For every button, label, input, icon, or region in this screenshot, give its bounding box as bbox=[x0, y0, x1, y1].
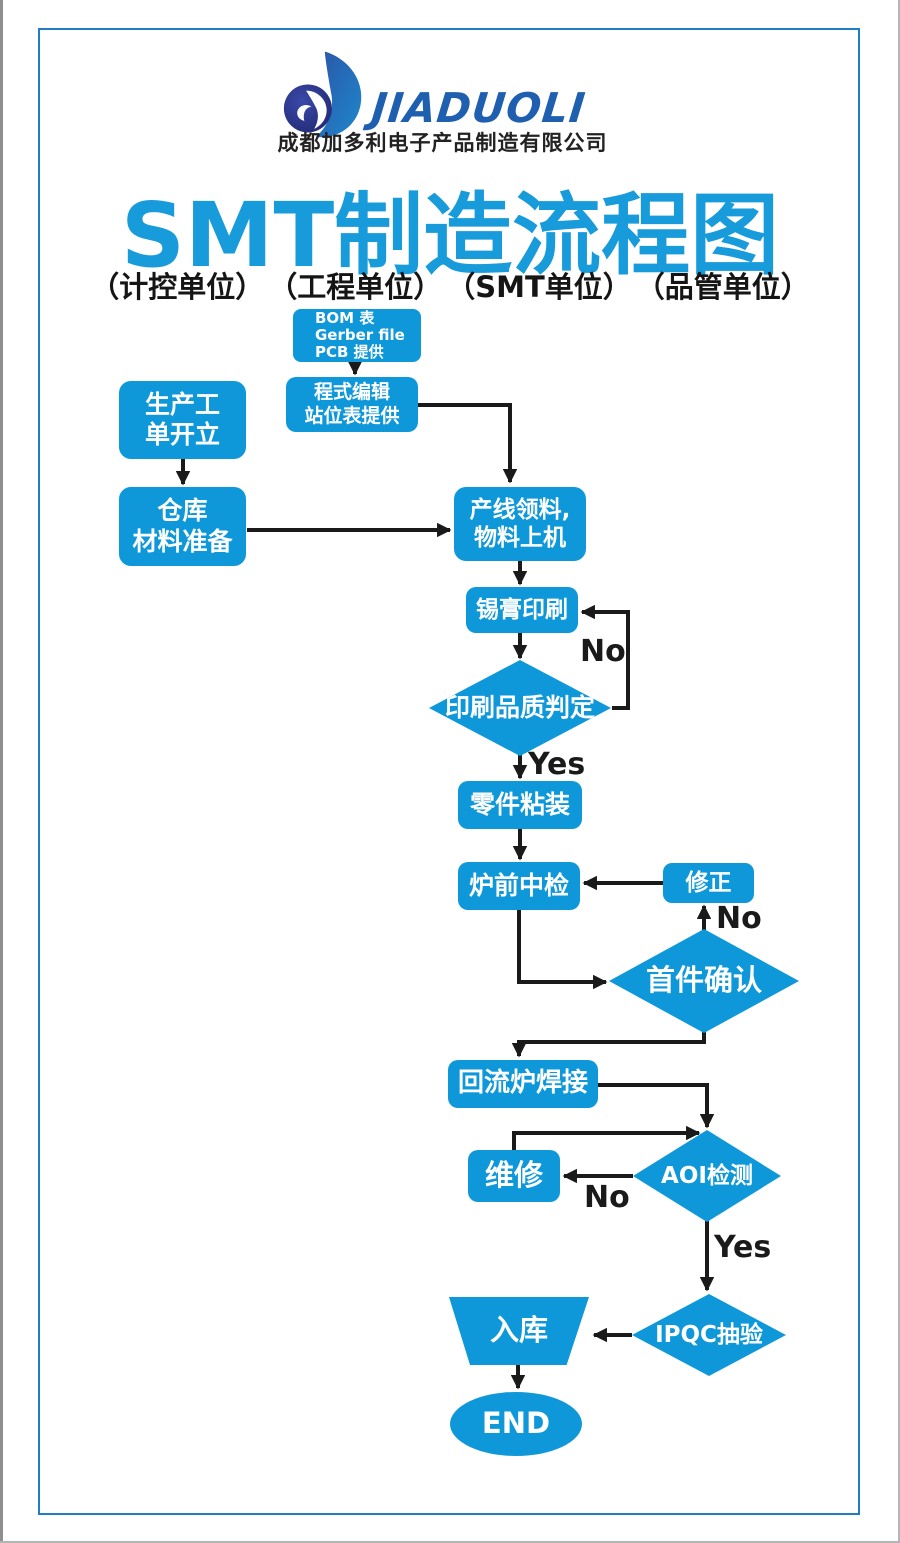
unit-planning: （计控单位） bbox=[90, 270, 265, 304]
node-pre-oven-check: 炉前中检 bbox=[458, 862, 580, 910]
label-first-no: No bbox=[716, 901, 762, 936]
page-title: SMT制造流程图 bbox=[120, 183, 780, 287]
node-work-order: 生产工 单开立 bbox=[119, 381, 246, 459]
node-line-material-load: 产线领料, 物料上机 bbox=[454, 487, 586, 561]
node-warehouse-material: 仓库 材料准备 bbox=[119, 487, 246, 566]
unit-row: （计控单位） （工程单位） （SMT单位） （品管单位） bbox=[0, 264, 900, 306]
node-reflow-soldering: 回流炉焊接 bbox=[448, 1060, 598, 1108]
unit-engineering: （工程单位） bbox=[268, 270, 443, 304]
page-edge-right bbox=[898, 0, 900, 1543]
label-aoi-no: No bbox=[584, 1180, 630, 1215]
company-name: 成都加多利电子产品制造有限公司 bbox=[277, 131, 608, 155]
node-bom-gerber-pcb: BOM 表 Gerber file PCB 提供 bbox=[293, 309, 421, 362]
node-storage-in: 入库 bbox=[449, 1297, 589, 1365]
node-repair: 维修 bbox=[468, 1150, 560, 1202]
page-edge-bottom bbox=[0, 1541, 900, 1543]
label-print-yes: Yes bbox=[528, 747, 586, 782]
label-print-no: No bbox=[580, 634, 626, 669]
node-program-edit: 程式编辑 站位表提供 bbox=[286, 377, 418, 432]
unit-smt: （SMT单位） bbox=[446, 270, 632, 304]
jiaduoli-swirl-logo-icon bbox=[283, 51, 362, 138]
blue-frame-border bbox=[38, 28, 860, 1515]
node-solder-paste-print: 锡膏印刷 bbox=[466, 587, 578, 633]
page-edge-left bbox=[0, 0, 3, 1543]
label-aoi-yes: Yes bbox=[714, 1230, 772, 1265]
node-part-placement: 零件粘装 bbox=[458, 781, 582, 829]
node-end: END bbox=[450, 1392, 582, 1456]
unit-quality: （品管单位） bbox=[635, 270, 810, 304]
node-fix: 修正 bbox=[663, 863, 754, 903]
brand-wordmark: JIADUOLI bbox=[369, 84, 589, 132]
